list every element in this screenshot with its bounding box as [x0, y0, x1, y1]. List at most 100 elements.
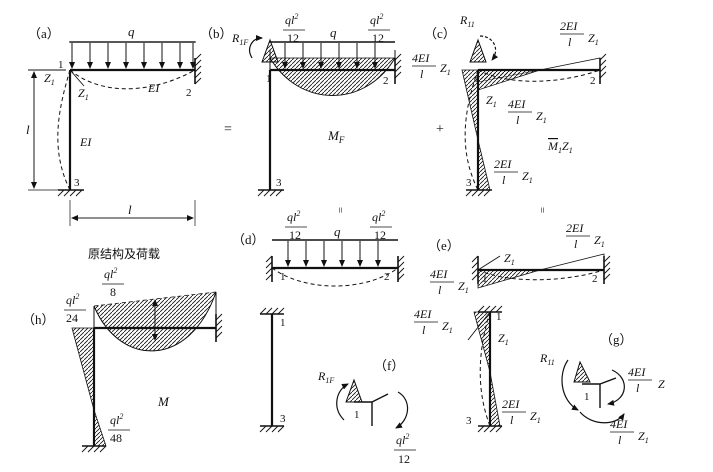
load-q-label: q — [128, 24, 135, 39]
fixed-end-moment-arrow — [395, 391, 409, 429]
svg-text:l: l — [636, 381, 640, 395]
fraction-4ei-l-column: 4EI l Z1 — [414, 307, 453, 337]
panel-label-b: （b） — [200, 26, 233, 41]
svg-text:ql2: ql2 — [287, 209, 300, 224]
load-arrows — [69, 43, 196, 69]
svg-text:4EI: 4EI — [414, 307, 432, 321]
fraction-ql2-12-right: ql2 12 — [370, 209, 392, 242]
node-3-label: 3 — [74, 177, 80, 189]
node-2-label: 2 — [592, 273, 598, 285]
svg-text:l: l — [422, 323, 426, 337]
fraction-2ei-l-bottom: 2EI l Z1 — [494, 157, 533, 187]
svg-text:2EI: 2EI — [560, 19, 578, 33]
svg-text:4EI: 4EI — [430, 267, 448, 281]
node-restraint — [345, 378, 363, 403]
svg-text:l: l — [516, 113, 520, 127]
svg-text:2EI: 2EI — [502, 397, 520, 411]
panel-label-e: （e） — [428, 238, 460, 253]
svg-text:2EI: 2EI — [566, 221, 584, 235]
node-2-label: 2 — [384, 271, 390, 283]
mbar-z1-label: M1Z1 — [547, 139, 573, 155]
svg-text:Z1: Z1 — [442, 319, 453, 335]
load-q-label: q — [330, 25, 337, 40]
svg-text:2EI: 2EI — [494, 157, 512, 171]
deflected-beam — [477, 69, 601, 82]
support-hatch-2 — [599, 53, 607, 79]
panel-g-node-equilibrium-unit: （g） R11 1 4EI l Z 4EI l Z1 — [539, 332, 665, 447]
deflected-beam — [271, 267, 399, 287]
node-1-label: 1 — [584, 391, 590, 403]
deflected-column — [57, 69, 71, 191]
svg-text:8: 8 — [110, 285, 116, 299]
z1-rotation-label: Z1 — [486, 93, 497, 109]
support-hatch-3 — [257, 189, 283, 197]
node-1-label: 1 — [280, 271, 286, 283]
svg-text:Z1: Z1 — [530, 409, 541, 425]
column-node-3-label: 3 — [466, 415, 472, 427]
support-hatch-3 — [57, 189, 83, 197]
unit-rotation-arrow — [479, 35, 499, 61]
panel-e-unit-decomposed: （e） Z1 2EI l Z1 4EI l Z1 1 2 — [414, 221, 611, 433]
support-hatch-1-top — [477, 305, 503, 313]
deflected-beam — [477, 269, 605, 281]
panel-d-decomposed-members: （d） ql2 12 q ql2 1 — [232, 209, 405, 433]
ei-column-label: EI — [79, 135, 92, 149]
r1f-label: R1F — [317, 369, 334, 385]
r11-label: R11 — [539, 351, 555, 367]
support-hatch-2 — [394, 53, 402, 79]
beam-moment-right — [539, 253, 605, 271]
svg-text:l: l — [574, 237, 578, 251]
fraction-ql2-12-right: ql2 12 — [368, 12, 390, 45]
z1-label-right: Z1 — [78, 86, 89, 102]
node-3-label: 3 — [466, 177, 472, 189]
node-stub-right — [599, 377, 617, 385]
final-column-moment-top — [71, 327, 95, 411]
fraction-4ei-l-beam: 4EI l Z1 — [430, 267, 469, 297]
svg-text:12: 12 — [372, 31, 384, 45]
svg-text:l: l — [502, 173, 506, 187]
fraction-ql2-12-left: ql2 12 — [285, 209, 307, 242]
panel-label-g: （g） — [600, 332, 633, 347]
panel-label-c: （c） — [424, 26, 456, 41]
svg-text:ql2: ql2 — [285, 12, 298, 27]
z1-column-label: Z1 — [498, 331, 509, 347]
fraction-ql2-12: ql2 12 — [394, 432, 416, 466]
fraction-ql2-8: ql2 8 — [102, 266, 124, 299]
fraction-4ei-l-column: 4EI l Z1 — [610, 417, 649, 447]
svg-text:12: 12 — [289, 228, 301, 242]
svg-text:ql2: ql2 — [66, 292, 79, 307]
support-hatch-1-top — [259, 307, 285, 315]
beam-moment-right — [539, 57, 601, 71]
fraction-4ei-l-mid: 4EI l Z1 — [508, 97, 547, 127]
panel-f-node-equilibrium-load: （f） R1F 1 ql2 12 — [317, 358, 416, 466]
final-moment-m-label: M — [157, 394, 170, 409]
support-hatch-3 — [477, 425, 503, 433]
node-1-label: 1 — [474, 73, 480, 85]
plus-sign: + — [436, 122, 444, 137]
added-restraint-1 — [261, 38, 279, 63]
node-1-label: 1 — [58, 59, 64, 71]
beam-moment-arrow — [607, 369, 625, 406]
mf-parabola — [269, 57, 396, 96]
support-hatch-2 — [215, 313, 223, 339]
column-moment-bottom — [489, 371, 501, 427]
svg-text:4EI: 4EI — [412, 51, 430, 65]
svg-text:4EI: 4EI — [610, 417, 628, 431]
fraction-4ei-l-top: 4EI l Z1 — [412, 51, 451, 81]
svg-text:l: l — [568, 35, 572, 49]
panel-b-fixed-end-moments: （b） R1F ql2 — [200, 12, 402, 197]
fraction-ql2-24: ql2 24 — [64, 292, 86, 325]
svg-text:ql2: ql2 — [372, 209, 385, 224]
panel-label-d: （d） — [232, 232, 265, 247]
equals-sign-c: = — [536, 207, 548, 213]
equals-sign-1: = — [224, 122, 232, 137]
svg-text:24: 24 — [66, 311, 78, 325]
fraction-4ei-l-beam: 4EI l Z — [628, 365, 665, 395]
svg-text:l: l — [510, 413, 514, 427]
svg-text:ql2: ql2 — [104, 266, 117, 281]
ei-beam-label: EI — [147, 81, 160, 95]
panel-h-final-moment-diagram: （h） ql2 8 ql2 24 M — [22, 266, 223, 453]
z1-label-left: Z1 — [44, 71, 55, 87]
fraction-ql2-12-left: ql2 12 — [283, 12, 305, 45]
support-hatch-2 — [194, 53, 202, 85]
